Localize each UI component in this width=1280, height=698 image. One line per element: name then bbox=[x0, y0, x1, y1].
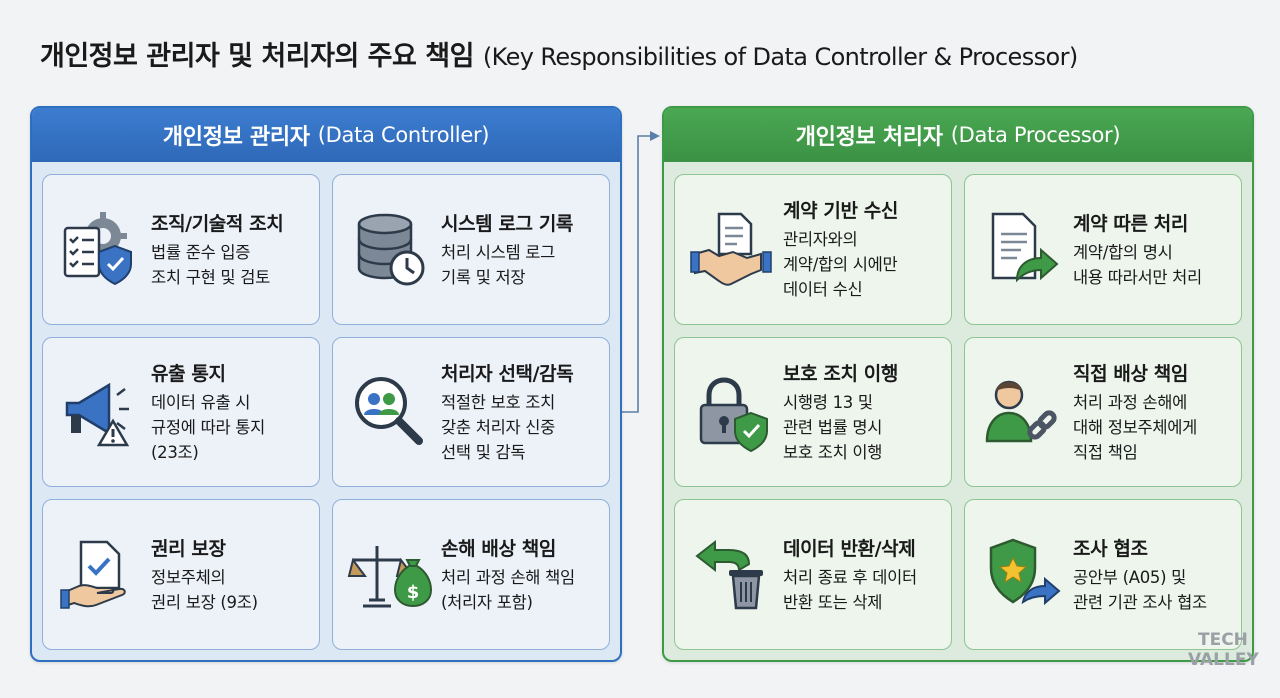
card-heading: 계약 따른 처리 bbox=[1073, 212, 1188, 235]
tech-valley-logo: TECH VALLEY bbox=[1180, 628, 1259, 676]
card-processor-selection: 처리자 선택/감독 적절한 보호 조치 갖춘 처리자 신중 선택 및 감독 bbox=[332, 336, 610, 488]
card-investigation-cooperation: 조사 협조 공안부 (A05) 및 관련 기관 조사 협조 bbox=[964, 499, 1242, 650]
card-breach-notification: 유출 통지 데이터 유출 시 규정에 따라 통지 (23조) bbox=[42, 336, 320, 488]
card-rights-guarantee: 권리 보장 정보주체의 권리 보장 (9조) bbox=[42, 499, 320, 650]
database-clock-icon bbox=[357, 214, 425, 286]
card-direct-liability: 직접 배상 책임 처리 과정 손해에 대해 정보주체에게 직접 책임 bbox=[964, 336, 1242, 488]
card-heading: 손해 배상 책임 bbox=[441, 538, 556, 561]
card-heading: 조사 협조 bbox=[1073, 538, 1148, 561]
title-english: (Key Responsibilities of Data Controller… bbox=[482, 43, 1078, 71]
logo-line2: VALLEY bbox=[1188, 650, 1259, 670]
card-heading: 조직/기술적 조치 bbox=[151, 212, 284, 235]
card-body: 법률 준수 입증 조치 구현 및 검토 bbox=[151, 242, 270, 287]
card-contract-receipt: 계약 기반 수신 관리자와의 계약/합의 시에만 데이터 수신 bbox=[674, 174, 952, 325]
card-damage-liability: $ 손해 배상 책임 처리 과정 손해 책임 (처리자 포함) bbox=[332, 499, 610, 650]
page-title: 개인정보 관리자 및 처리자의 주요 책임 (Key Responsibilit… bbox=[40, 34, 1078, 73]
controller-title-ko: 개인정보 관리자 bbox=[162, 125, 310, 150]
return-trash-icon bbox=[695, 539, 763, 609]
controller-title-en: (Data Controller) bbox=[317, 123, 490, 147]
card-contract-processing: 계약 따른 처리 계약/합의 명시 내용 따라서만 처리 bbox=[964, 174, 1242, 325]
card-body: 시행령 13 및 관련 법률 명시 보호 조치 이행 bbox=[783, 392, 883, 462]
card-body: 계약/합의 명시 내용 따라서만 처리 bbox=[1073, 242, 1202, 287]
card-protection-measures: 보호 조치 이행 시행령 13 및 관련 법률 명시 보호 조치 이행 bbox=[674, 336, 952, 488]
person-chain-icon bbox=[985, 380, 1057, 443]
card-system-log: 시스템 로그 기록 처리 시스템 로그 기록 및 저장 bbox=[332, 174, 610, 325]
controller-panel: 개인정보 관리자 (Data Controller) 조직/기술적 조치 법률 … bbox=[30, 106, 622, 662]
card-heading: 권리 보장 bbox=[151, 538, 226, 561]
badge-arrow-icon bbox=[989, 538, 1061, 605]
svg-text:$: $ bbox=[407, 582, 420, 603]
processor-title-ko: 개인정보 처리자 bbox=[795, 125, 943, 150]
card-body: 처리 과정 손해 책임 (처리자 포함) bbox=[441, 568, 575, 613]
card-body: 관리자와의 계약/합의 시에만 데이터 수신 bbox=[783, 230, 898, 300]
magnifier-users-icon bbox=[355, 376, 423, 445]
handshake-document-icon bbox=[690, 213, 772, 287]
document-hand-icon bbox=[60, 540, 126, 609]
card-body: 정보주체의 권리 보장 (9조) bbox=[151, 568, 258, 613]
scale-moneybag-icon: $ bbox=[347, 545, 433, 608]
processor-header: 개인정보 처리자 (Data Processor) bbox=[664, 108, 1252, 162]
logo-line1: TECH bbox=[1198, 630, 1248, 650]
lock-shield-icon bbox=[699, 377, 768, 453]
card-heading: 시스템 로그 기록 bbox=[441, 212, 573, 235]
card-body: 처리 과정 손해에 대해 정보주체에게 직접 책임 bbox=[1073, 392, 1197, 462]
megaphone-warning-icon bbox=[65, 382, 130, 447]
card-heading: 계약 기반 수신 bbox=[783, 200, 898, 223]
card-data-return-delete: 데이터 반환/삭제 처리 종료 후 데이터 반환 또는 삭제 bbox=[674, 499, 952, 650]
card-heading: 직접 배상 책임 bbox=[1073, 362, 1188, 385]
card-body: 처리 종료 후 데이터 반환 또는 삭제 bbox=[783, 568, 917, 613]
card-heading: 보호 조치 이행 bbox=[783, 362, 898, 385]
processor-title-en: (Data Processor) bbox=[950, 123, 1121, 147]
document-arrow-icon bbox=[991, 213, 1059, 283]
gear-checklist-shield-icon bbox=[63, 212, 132, 286]
card-heading: 데이터 반환/삭제 bbox=[783, 538, 916, 561]
processor-panel: 개인정보 처리자 (Data Processor) 계약 기반 수신 관리자와의… bbox=[662, 106, 1254, 662]
card-org-tech-measures: 조직/기술적 조치 법률 준수 입증 조치 구현 및 검토 bbox=[42, 174, 320, 325]
title-korean: 개인정보 관리자 및 처리자의 주요 책임 bbox=[40, 41, 474, 72]
card-body: 공안부 (A05) 및 관련 기관 조사 협조 bbox=[1073, 568, 1207, 613]
card-heading: 유출 통지 bbox=[151, 362, 226, 385]
controller-header: 개인정보 관리자 (Data Controller) bbox=[32, 108, 620, 162]
card-body: 처리 시스템 로그 기록 및 저장 bbox=[441, 242, 556, 287]
card-body: 데이터 유출 시 규정에 따라 통지 (23조) bbox=[151, 392, 266, 462]
card-heading: 처리자 선택/감독 bbox=[441, 362, 574, 385]
card-body: 적절한 보호 조치 갖춘 처리자 신중 선택 및 감독 bbox=[441, 392, 556, 462]
